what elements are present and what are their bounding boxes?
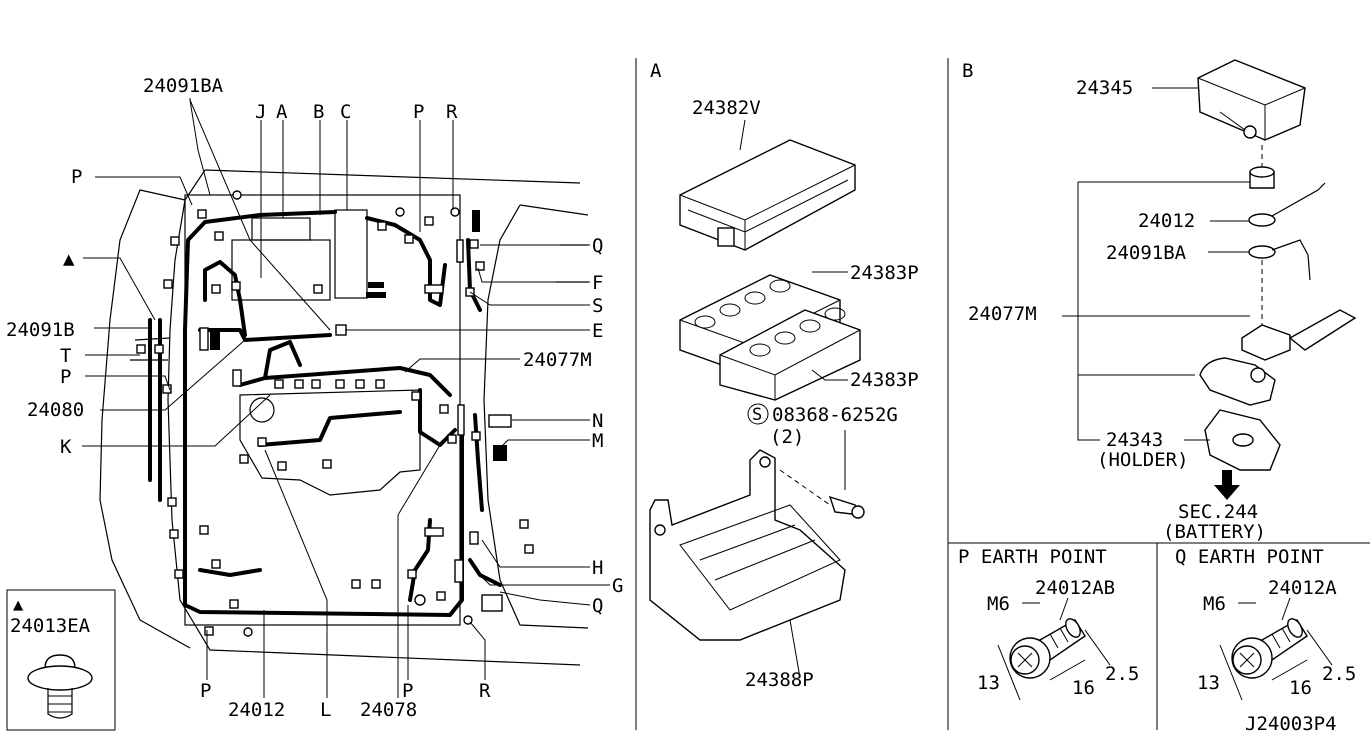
label-bolt-08368-6252G: 08368-6252G [772, 404, 898, 426]
label-24382V: 24382V [692, 97, 761, 119]
q-earth-d25: 2.5 [1322, 663, 1356, 685]
label-B: B [313, 101, 324, 123]
dividers [635, 58, 1370, 730]
inset-triangle: ▲ [13, 595, 24, 615]
diagram-code: J24003P4 [1245, 713, 1337, 735]
label-24012: 24012 [228, 699, 285, 721]
label-Q-lower: Q [592, 595, 603, 617]
label-P-top: P [413, 101, 424, 123]
harness-connectors [136, 190, 534, 637]
q-earth-point-title: Q EARTH POINT [1175, 546, 1324, 568]
label-24345: 24345 [1076, 77, 1133, 99]
label-L: L [320, 699, 331, 721]
q-earth-m6: M6 [1203, 593, 1226, 615]
section-a: A 24382V 24383P 24383P S 08368-6252G (2) [649, 60, 919, 691]
section-b: B 24345 24012 24091BA 24077M 24343 (HOLD… [962, 59, 1357, 543]
label-M: M [592, 430, 603, 452]
label-P-bottom: P [200, 680, 211, 702]
label-24077M-b: 24077M [968, 303, 1037, 325]
label-A: A [276, 101, 288, 123]
label-24091BA: 24091BA [143, 75, 224, 97]
inset-clip-box: ▲ 24013EA [6, 589, 116, 731]
label-24091B: 24091B [6, 319, 75, 341]
label-24080: 24080 [27, 399, 84, 421]
section-b-header: B [962, 60, 973, 82]
label-R-bottom: R [479, 680, 491, 702]
p-earth-d25: 2.5 [1105, 663, 1139, 685]
screw-s-symbol: S [752, 405, 762, 425]
label-24077M: 24077M [523, 349, 592, 371]
label-J: J [255, 101, 266, 123]
label-G: G [612, 575, 623, 597]
p-earth-part: 24012AB [1035, 577, 1115, 599]
label-T: T [60, 345, 71, 367]
label-holder: (HOLDER) [1097, 449, 1189, 471]
main-leaders [82, 98, 610, 698]
p-earth-d16: 16 [1072, 677, 1095, 699]
label-C: C [340, 101, 351, 123]
p-earth-point-title: P EARTH POINT [958, 546, 1107, 568]
label-E: E [592, 320, 603, 342]
label-N: N [592, 410, 603, 432]
q-earth-point: Q EARTH POINT 24012A M6 13 16 2.5 [1175, 546, 1356, 701]
label-24388P: 24388P [745, 669, 814, 691]
q-earth-part: 24012A [1268, 577, 1337, 599]
inset-part-label: 24013EA [10, 615, 91, 637]
section-a-header: A [650, 60, 662, 82]
q-earth-d13: 13 [1197, 672, 1220, 694]
triangle-marker: ▲ [63, 248, 75, 270]
label-Q-right: Q [592, 235, 603, 257]
q-earth-d16: 16 [1289, 677, 1312, 699]
label-S: S [592, 295, 603, 317]
arrow-down-icon [1214, 470, 1240, 500]
label-P-left2: P [60, 366, 71, 388]
p-earth-d13: 13 [977, 672, 1000, 694]
main-labels: 24091BA J A B C P R P ▲ 24091B T P 24080… [6, 75, 623, 721]
label-24078: 24078 [360, 699, 417, 721]
label-sec-244: SEC.244 [1178, 501, 1258, 523]
label-24383P-bottom: 24383P [850, 369, 919, 391]
label-F: F [592, 272, 603, 294]
label-battery: (BATTERY) [1163, 521, 1266, 543]
label-R-top: R [446, 101, 458, 123]
label-P-left: P [71, 166, 82, 188]
p-earth-point: P EARTH POINT 24012AB M6 13 16 2.5 [958, 546, 1139, 701]
p-earth-m6: M6 [987, 593, 1010, 615]
label-24091BA-b: 24091BA [1106, 242, 1187, 264]
label-bolt-qty: (2) [770, 426, 804, 448]
label-24343: 24343 [1106, 429, 1163, 451]
label-24383P-top: 24383P [850, 262, 919, 284]
label-24012-b: 24012 [1138, 210, 1195, 232]
label-P-bottom2: P [402, 680, 413, 702]
label-H: H [592, 557, 603, 579]
label-K: K [60, 436, 72, 458]
